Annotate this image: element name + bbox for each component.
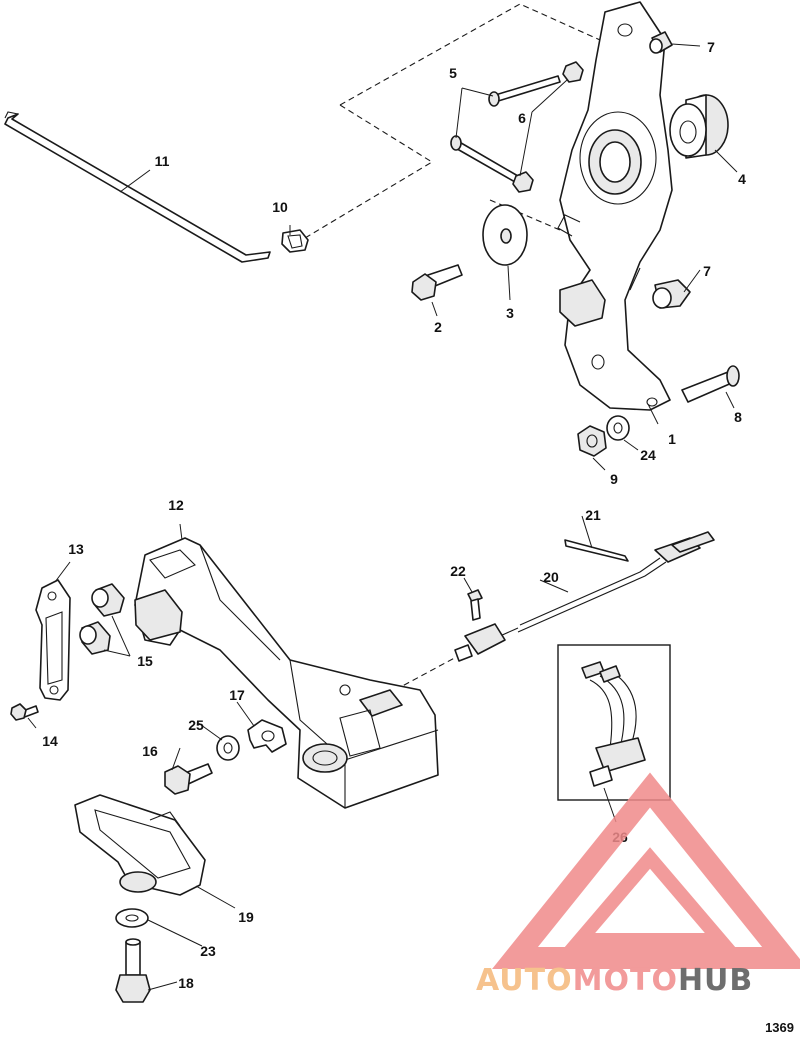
callout-25: 25 bbox=[188, 717, 204, 733]
callout-5: 5 bbox=[449, 65, 457, 81]
callout-24: 24 bbox=[640, 447, 656, 463]
callouts: 1 2 3 4 5 6 7 7 8 9 10 11 12 13 14 15 16… bbox=[42, 39, 746, 991]
callout-23: 23 bbox=[200, 943, 216, 959]
callout-21: 21 bbox=[585, 507, 601, 523]
callout-2: 2 bbox=[434, 319, 442, 335]
callout-14: 14 bbox=[42, 733, 58, 749]
part-1-bracket bbox=[557, 1, 673, 411]
callout-13: 13 bbox=[68, 541, 84, 557]
part-11-shift-rod bbox=[4, 111, 271, 263]
part-7-spacer-upper bbox=[649, 31, 673, 54]
callout-11: 11 bbox=[155, 153, 170, 169]
part-4-bushing bbox=[669, 94, 729, 159]
callout-8: 8 bbox=[734, 409, 742, 425]
part-25-washer bbox=[216, 735, 240, 761]
part-21-cable-tie bbox=[564, 539, 629, 562]
leader-lines bbox=[27, 43, 738, 991]
callout-22: 22 bbox=[450, 563, 466, 579]
callout-17: 17 bbox=[229, 687, 245, 703]
watermark-hub: HUB bbox=[678, 963, 753, 998]
part-9-nut bbox=[577, 425, 607, 457]
part-12-lower-bracket bbox=[134, 537, 439, 809]
callout-20: 20 bbox=[543, 569, 559, 585]
part-18-bolt bbox=[115, 938, 151, 1003]
callout-4: 4 bbox=[738, 171, 746, 187]
callout-3: 3 bbox=[506, 305, 514, 321]
callout-12: 12 bbox=[168, 497, 184, 513]
part-2-bolt bbox=[411, 264, 463, 301]
sensor-switch bbox=[454, 623, 506, 662]
watermark-moto: MOTO bbox=[573, 963, 678, 998]
part-10-clip bbox=[281, 229, 309, 253]
callout-16: 16 bbox=[142, 743, 158, 759]
part-23-washer bbox=[115, 908, 149, 928]
callout-9: 9 bbox=[610, 471, 618, 487]
svg-text:AUTOMOTOHUB: AUTOMOTOHUB bbox=[476, 963, 753, 998]
part-19-housing bbox=[74, 794, 206, 896]
part-17-clamp bbox=[247, 719, 287, 753]
figure-id: 1369 bbox=[765, 1020, 794, 1035]
part-22-screw bbox=[467, 589, 483, 621]
callout-10: 10 bbox=[272, 199, 288, 215]
part-15-bushings bbox=[79, 583, 125, 655]
watermark-auto: AUTO bbox=[476, 963, 573, 998]
part-6-nuts bbox=[512, 61, 584, 193]
part-20-harness bbox=[499, 531, 715, 637]
part-5-bolts bbox=[450, 75, 561, 183]
callout-7-lower: 7 bbox=[703, 263, 711, 279]
part-8-pivot-bolt bbox=[681, 365, 740, 403]
part-3-washer bbox=[482, 204, 528, 266]
callout-7-upper: 7 bbox=[707, 39, 715, 55]
callout-6: 6 bbox=[518, 110, 526, 126]
callout-15: 15 bbox=[137, 653, 153, 669]
callout-18: 18 bbox=[178, 975, 194, 991]
callout-1: 1 bbox=[668, 431, 676, 447]
part-7-spacer-lower bbox=[652, 279, 691, 309]
part-14-screw bbox=[10, 703, 39, 721]
part-16-bolt bbox=[164, 763, 213, 795]
part-13-plate bbox=[35, 579, 71, 701]
watermark-logo: AUTOMOTOHUB bbox=[476, 772, 800, 998]
callout-19: 19 bbox=[238, 909, 254, 925]
part-24-washer bbox=[606, 415, 630, 441]
